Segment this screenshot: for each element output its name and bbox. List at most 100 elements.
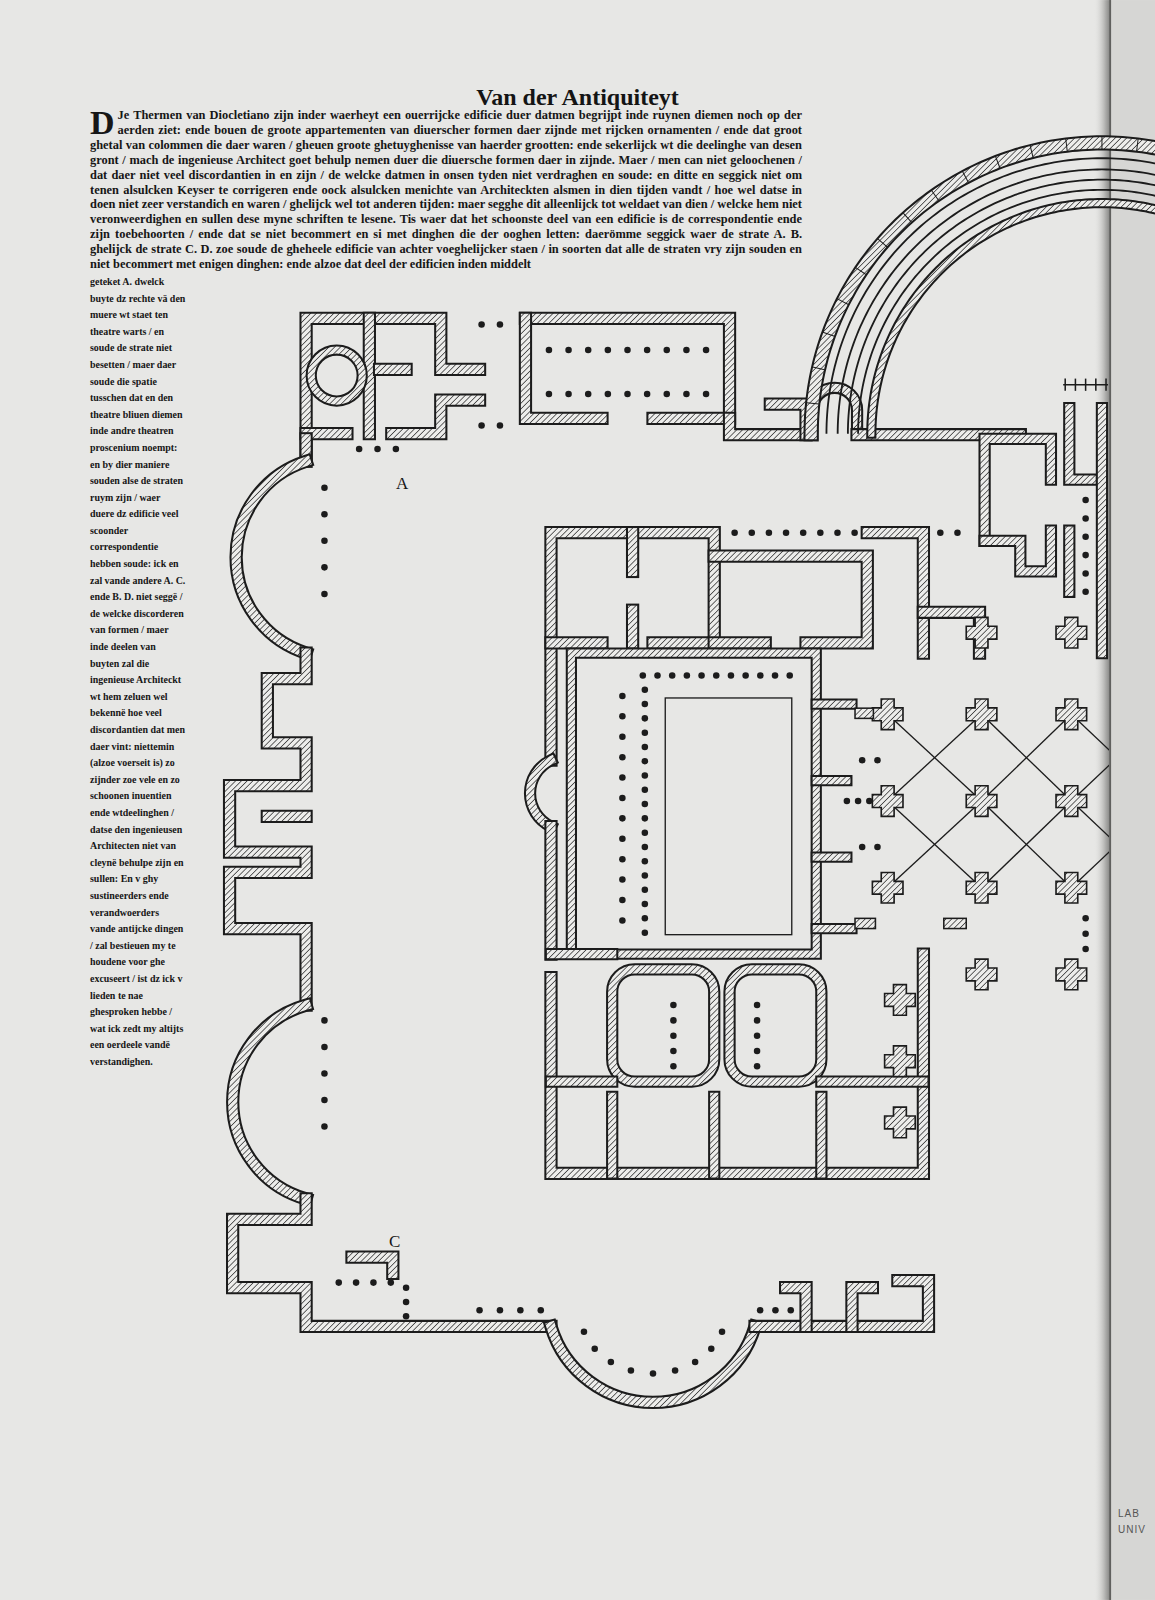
column <box>698 672 705 679</box>
column <box>708 1345 715 1352</box>
column <box>719 1329 726 1336</box>
seat-divider <box>1066 139 1067 151</box>
column <box>642 929 649 936</box>
pier <box>966 617 997 648</box>
wall-hatch <box>985 439 1051 541</box>
column <box>742 672 749 679</box>
column <box>817 529 824 536</box>
wall-outline <box>821 1075 923 1087</box>
seat-divider <box>823 332 835 336</box>
wall-hatch <box>551 954 923 1173</box>
wall-hatch <box>233 1199 551 1327</box>
column <box>356 446 363 453</box>
seat-divider <box>996 157 1000 168</box>
column <box>393 446 400 453</box>
bath-plan <box>230 318 1110 1402</box>
wall-outline <box>985 531 1051 572</box>
column <box>619 917 626 924</box>
wall-outline <box>236 461 306 653</box>
pier <box>1056 617 1087 648</box>
column <box>565 347 572 354</box>
facing-page <box>1110 0 1155 1600</box>
page-fold <box>1094 0 1111 1600</box>
pier <box>872 872 903 903</box>
library-stamp: LAB <box>1118 1508 1140 1519</box>
column <box>321 1097 328 1104</box>
column <box>642 787 649 794</box>
vault-line <box>982 801 1072 888</box>
column <box>497 1307 504 1314</box>
seat-row <box>826 158 1155 433</box>
column <box>703 347 710 354</box>
wall-outline <box>230 653 307 1005</box>
wall-hatch <box>714 638 765 647</box>
column <box>642 701 649 708</box>
wall-outline <box>530 760 551 826</box>
column <box>565 391 572 398</box>
column <box>787 1307 794 1314</box>
column <box>538 1307 545 1314</box>
wall-hatch <box>352 1257 393 1273</box>
wall-hatch <box>551 638 602 647</box>
column <box>321 485 328 492</box>
wall-block <box>944 918 966 928</box>
column <box>642 829 649 836</box>
pier <box>966 786 997 817</box>
wall-outline <box>714 556 867 643</box>
column <box>624 347 631 354</box>
column <box>642 872 649 879</box>
wall-outline <box>852 1288 872 1327</box>
column <box>581 1329 588 1336</box>
column <box>683 391 690 398</box>
column <box>772 672 779 679</box>
column <box>1082 930 1089 937</box>
column <box>476 1307 483 1314</box>
wall-hatch <box>714 556 867 643</box>
column <box>478 422 485 429</box>
column <box>497 321 504 328</box>
column <box>684 672 691 679</box>
column <box>851 529 858 536</box>
column <box>1082 515 1089 522</box>
wall-outline <box>525 318 602 418</box>
column <box>605 347 612 354</box>
wall-hatch <box>530 760 551 826</box>
column <box>619 733 626 740</box>
plan-letter: A <box>396 474 408 494</box>
column <box>757 672 764 679</box>
column <box>619 897 626 904</box>
column <box>669 672 676 679</box>
wall-outline <box>626 610 639 643</box>
column <box>692 1359 699 1366</box>
seat-row <box>848 180 1155 434</box>
wall-hatch <box>871 203 1155 434</box>
column <box>546 347 553 354</box>
column <box>619 856 626 863</box>
pier <box>1056 786 1087 817</box>
wall-block <box>855 918 875 928</box>
pier <box>885 985 916 1016</box>
column <box>628 1367 635 1374</box>
wall-outline <box>770 404 806 435</box>
column <box>754 1048 761 1055</box>
column <box>1082 533 1089 540</box>
wall-hatch <box>786 1288 806 1327</box>
wall-outline <box>551 1075 612 1087</box>
column <box>859 757 866 764</box>
vault-line <box>888 801 982 888</box>
column <box>478 321 485 328</box>
column <box>619 754 626 761</box>
column <box>321 1123 328 1130</box>
column <box>844 798 851 805</box>
vault-line <box>982 714 1072 801</box>
column <box>619 693 626 700</box>
pier <box>966 872 997 903</box>
column <box>619 774 626 781</box>
wall-hatch <box>525 318 602 418</box>
wall-hatch <box>233 1005 306 1199</box>
vault-line <box>982 714 1072 801</box>
column <box>321 591 328 598</box>
wall-outline <box>816 852 847 863</box>
wall-hatch <box>236 461 306 653</box>
